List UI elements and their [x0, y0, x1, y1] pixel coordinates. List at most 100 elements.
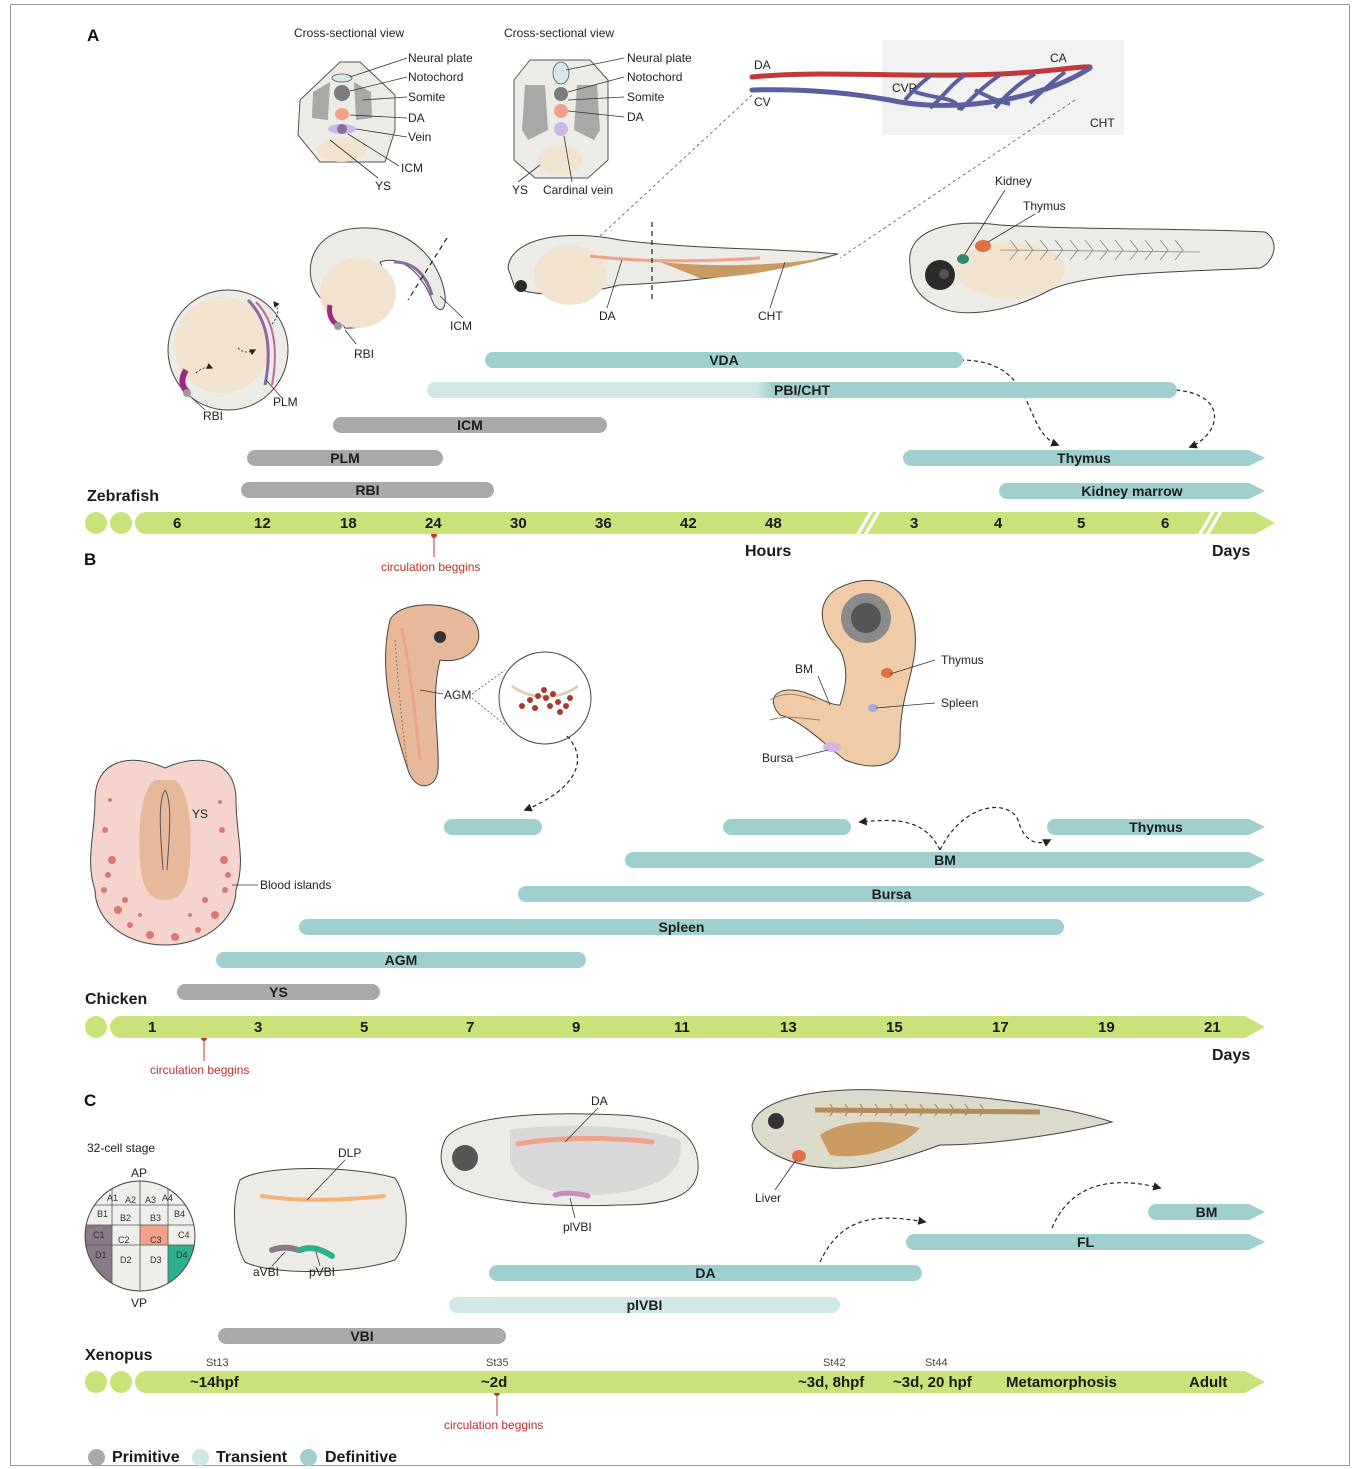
- tick-zebrafish-24h: 24: [425, 516, 442, 531]
- bar-spleen: Spleen: [299, 919, 1064, 935]
- blastomere-d1: D1: [95, 1251, 107, 1260]
- legend-swatch-primitive: [88, 1449, 105, 1466]
- stage-st44: St44: [925, 1358, 948, 1369]
- label-vessel-da: DA: [754, 59, 771, 71]
- label-plvbi-embryo: plVBI: [563, 1221, 592, 1233]
- legend-label-primitive: Primitive: [112, 1450, 180, 1466]
- tick-zebrafish-5d: 5: [1077, 516, 1085, 531]
- tick-zebrafish-42h: 42: [680, 516, 697, 531]
- bar-icm: ICM: [333, 417, 607, 433]
- tick-chicken-1: 1: [148, 1020, 156, 1035]
- blastomere-d3: D3: [150, 1256, 162, 1265]
- label-rbi-mid: RBI: [354, 348, 374, 360]
- bar-bm-chicken-early: [723, 819, 851, 835]
- label-kidney: Kidney: [995, 175, 1032, 187]
- label-pvbi: pVBI: [309, 1266, 335, 1278]
- bar-agm-chicken: AGM: [216, 952, 586, 968]
- label-da-embryo: DA: [599, 310, 616, 322]
- tick-zebrafish-48h: 48: [765, 516, 782, 531]
- blastomere-a4: A4: [162, 1194, 173, 1203]
- cross-section-title-left: Cross-sectional view: [294, 27, 404, 39]
- blastomere-c4: C4: [178, 1231, 190, 1240]
- label-da-xenopus: DA: [591, 1095, 608, 1107]
- label-notochord-left: Notochord: [408, 71, 463, 83]
- unit-hours: Hours: [745, 544, 791, 560]
- xenopus-tadpole: [752, 1090, 1112, 1190]
- label-32-cell-stage: 32-cell stage: [87, 1142, 155, 1154]
- label-neural-plate-right: Neural plate: [627, 52, 692, 64]
- label-icm-left: ICM: [401, 162, 423, 174]
- blastomere-b3: B3: [150, 1214, 161, 1223]
- label-cardinal-vein: Cardinal vein: [543, 184, 613, 196]
- label-vessel-cht: CHT: [1090, 117, 1115, 129]
- blastomere-a2: A2: [125, 1196, 136, 1205]
- zebrafish-larva: [910, 190, 1274, 313]
- tick-xenopus-adult: Adult: [1189, 1375, 1227, 1390]
- tick-zebrafish-36h: 36: [595, 516, 612, 531]
- tick-chicken-13: 13: [780, 1020, 797, 1035]
- xenopus-embryo-dlp: [235, 1160, 407, 1272]
- legend-swatch-definitive: [300, 1449, 317, 1466]
- tick-zebrafish-6h: 6: [173, 516, 181, 531]
- blastomere-b2: B2: [120, 1214, 131, 1223]
- label-liver: Liver: [755, 1192, 781, 1204]
- bar-vda: VDA: [485, 352, 963, 368]
- species-xenopus: Xenopus: [85, 1348, 153, 1364]
- label-notochord-right: Notochord: [627, 71, 682, 83]
- blastomere-c3: C3: [150, 1236, 162, 1245]
- blastomere-a3: A3: [145, 1196, 156, 1205]
- panel-label-c: C: [84, 1092, 96, 1109]
- label-somite-right: Somite: [627, 91, 664, 103]
- unit-days-chicken: Days: [1212, 1048, 1250, 1064]
- label-spleen-chicken: Spleen: [941, 697, 978, 709]
- label-thymus-larva: Thymus: [1023, 200, 1066, 212]
- tick-chicken-9: 9: [572, 1020, 580, 1035]
- circulation-label-zebrafish: circulation beggins: [381, 561, 480, 573]
- bar-bm-chicken: BM: [625, 852, 1265, 868]
- blastomere-d2: D2: [120, 1256, 132, 1265]
- label-rbi-early: RBI: [203, 410, 223, 422]
- blastomere-c1: C1: [93, 1231, 105, 1240]
- tick-zebrafish-12h: 12: [254, 516, 271, 531]
- bar-thymus-chicken: Thymus: [1047, 819, 1265, 835]
- tick-chicken-3: 3: [254, 1020, 262, 1035]
- tick-xenopus-metamorphosis: Metamorphosis: [1006, 1375, 1117, 1390]
- bar-thymus-zebrafish: Thymus: [903, 450, 1265, 466]
- tick-chicken-5: 5: [360, 1020, 368, 1035]
- stage-st13: St13: [206, 1358, 229, 1369]
- cross-section-title-right: Cross-sectional view: [504, 27, 614, 39]
- tick-chicken-21: 21: [1204, 1020, 1221, 1035]
- label-cht-embryo: CHT: [758, 310, 783, 322]
- label-vessel-cvp: CVP: [892, 82, 917, 94]
- bar-vbi: VBI: [218, 1328, 506, 1344]
- label-icm-mid: ICM: [450, 320, 472, 332]
- label-dlp: DLP: [338, 1147, 361, 1159]
- label-agm-embryo: AGM: [444, 689, 471, 701]
- label-ys-right: YS: [512, 184, 528, 196]
- blastomere-a1: A1: [107, 1194, 118, 1203]
- label-bm-embryo: BM: [795, 663, 813, 675]
- bar-plvbi: plVBI: [449, 1297, 840, 1313]
- tick-zebrafish-18h: 18: [340, 516, 357, 531]
- species-zebrafish: Zebrafish: [87, 489, 159, 505]
- tick-chicken-11: 11: [674, 1020, 690, 1035]
- tick-xenopus-3d-20hpf: ~3d, 20 hpf: [893, 1375, 972, 1390]
- circulation-label-xenopus: circulation beggins: [444, 1419, 543, 1431]
- tick-chicken-15: 15: [886, 1020, 903, 1035]
- bar-agm-chicken-early: [444, 819, 542, 835]
- label-vein-left: Vein: [408, 131, 431, 143]
- tick-xenopus-14hpf: ~14hpf: [190, 1375, 239, 1390]
- blastomere-b1: B1: [97, 1210, 108, 1219]
- blastomere-c2: C2: [118, 1236, 130, 1245]
- label-somite-left: Somite: [408, 91, 445, 103]
- label-vessel-cv: CV: [754, 96, 771, 108]
- bar-fl: FL: [906, 1234, 1265, 1250]
- bar-rbi: RBI: [241, 482, 494, 498]
- label-blood-islands: Blood islands: [260, 879, 331, 891]
- zebrafish-embryo-48h: [508, 222, 838, 308]
- legend-swatch-transient: [192, 1449, 209, 1466]
- label-ys-chicken: YS: [192, 808, 208, 820]
- label-thymus-chicken: Thymus: [941, 654, 984, 666]
- species-chicken: Chicken: [85, 992, 147, 1008]
